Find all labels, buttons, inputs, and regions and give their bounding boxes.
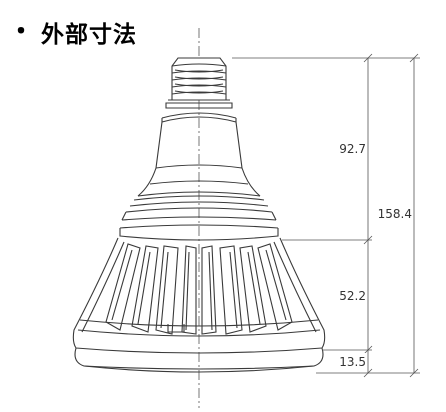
section-title: ・ 外部寸法 [8,12,137,52]
dim-total-height: 158.4 [378,207,412,221]
screw-base [168,57,230,101]
title-bullet: ・ [8,17,36,47]
neck [119,102,279,241]
dim-body-height: 52.2 [339,289,366,303]
dim-lens-height: 13.5 [339,355,366,369]
lamp-body [72,237,326,373]
dim-neck-height: 92.7 [339,142,366,156]
dimension-lines [232,53,420,378]
dimension-labels: 92.7 52.2 13.5 158.4 [339,140,413,369]
title-text: 外部寸法 [41,22,138,48]
